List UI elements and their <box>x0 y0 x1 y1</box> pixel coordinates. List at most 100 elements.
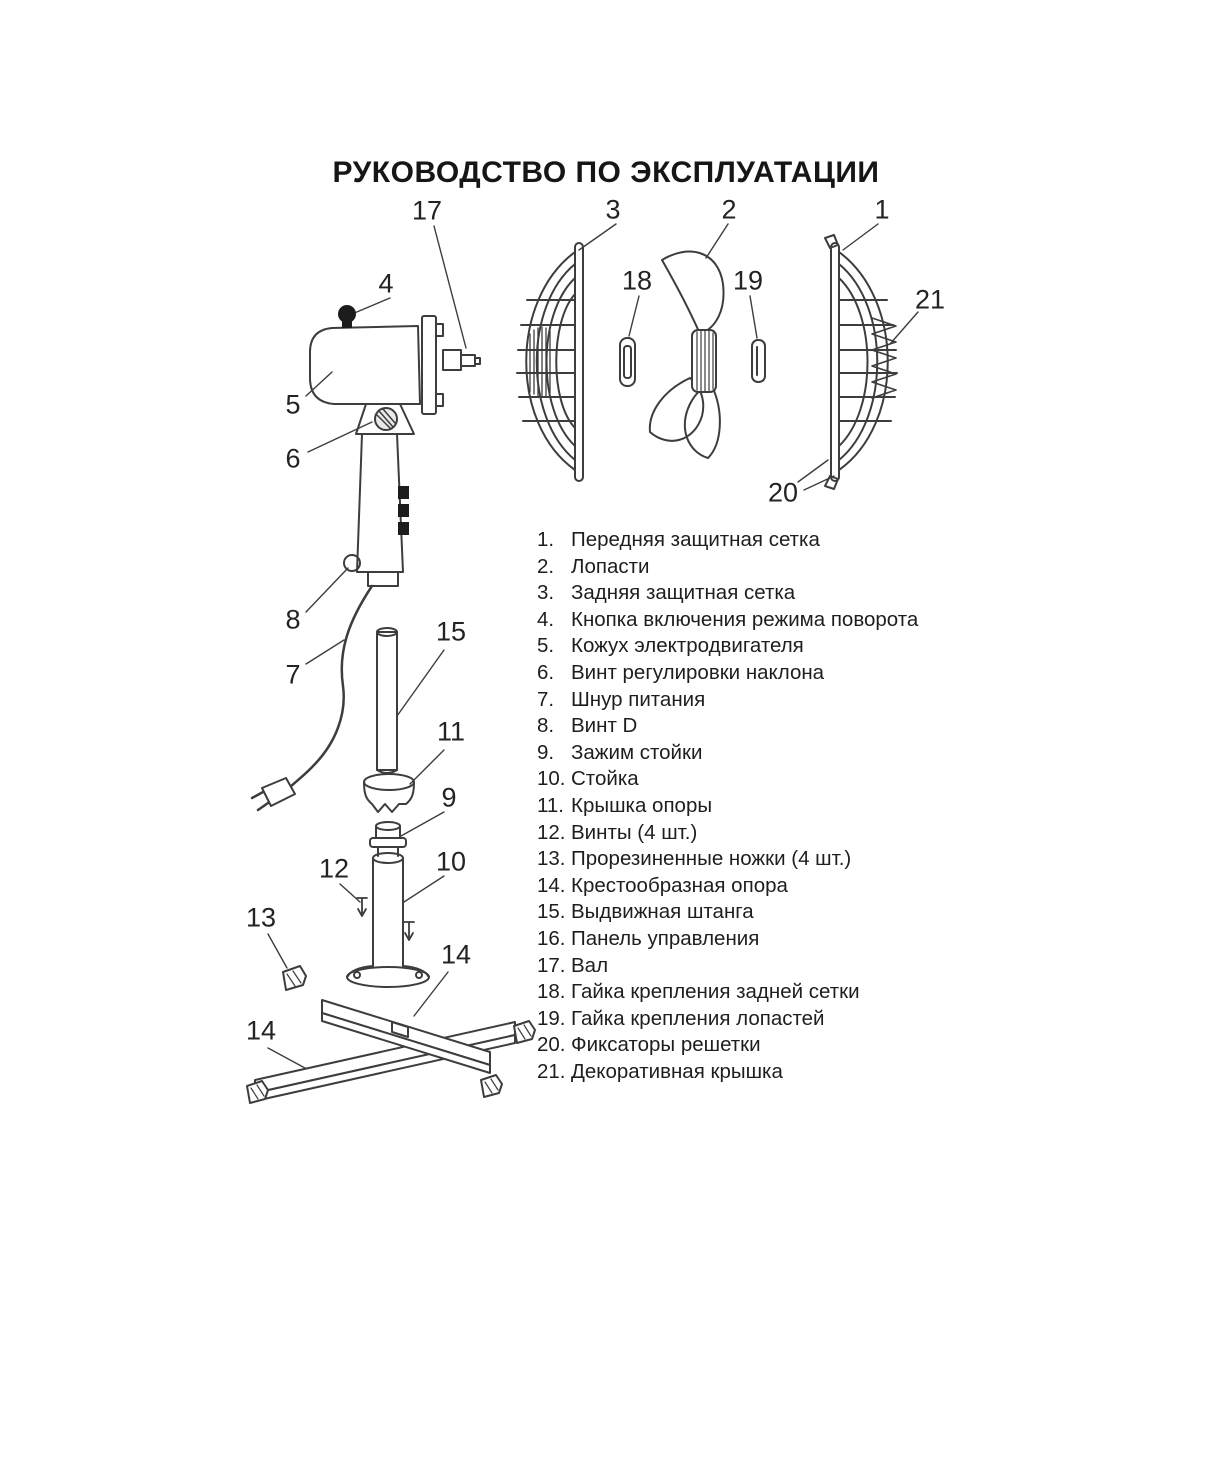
legend-item-12: 12.Винты (4 шт.) <box>537 820 918 847</box>
legend-item-label: Стойка <box>571 767 639 791</box>
legend-item-7: 7.Шнур питания <box>537 687 918 714</box>
legend-item-11: 11. Крышка опоры <box>537 793 918 820</box>
decorative-cap <box>871 317 897 399</box>
legend-item-number: 15. <box>537 900 566 924</box>
legend-item-label: Выдвижная штанга <box>571 900 754 924</box>
legend-item-label: Передняя защитная сетка <box>571 528 820 551</box>
callout-11: 11 <box>436 716 466 747</box>
callout-18: 18 <box>621 265 653 296</box>
callout-8: 8 <box>285 604 301 635</box>
legend-item-number: 20. <box>537 1033 566 1057</box>
legend-item-number: 11. <box>537 793 564 817</box>
callout-20: 20 <box>767 477 799 508</box>
legend-item-number: 13. <box>537 847 566 871</box>
front-grille <box>824 234 898 490</box>
support-cover <box>363 773 415 813</box>
callout-13: 13 <box>245 902 277 933</box>
grille-clip-bottom <box>824 475 839 490</box>
legend-item-number: 8. <box>537 714 555 738</box>
legend-item-number: 6. <box>537 660 555 684</box>
legend-item-label: Гайка крепления задней сетки <box>571 980 860 1004</box>
legend-item-18: 18.Гайка крепления задней сетки <box>537 979 918 1006</box>
power-cord <box>250 584 374 812</box>
parts-legend: 1. Передняя защитная сетка 2.Лопасти 3. За… <box>537 527 918 1085</box>
legend-item-number: 4. <box>537 607 555 631</box>
callout-6: 6 <box>285 443 301 474</box>
oscillation-button <box>338 305 356 323</box>
legend-item-6: 6.Винт регулировки наклона <box>537 660 918 687</box>
blade-hub <box>691 329 717 393</box>
rubber-feet <box>246 965 536 1104</box>
grille-clip-top <box>824 234 839 249</box>
legend-item-3: 3. Задняя защитная сетка <box>537 580 918 607</box>
legend-item-number: 19. <box>537 1006 566 1030</box>
fan-blades <box>648 250 725 459</box>
callout-14-upper: 14 <box>440 939 472 970</box>
legend-item-label: Декоративная крышка <box>571 1059 783 1083</box>
callout-3: 3 <box>605 194 621 225</box>
legend-item-number: 3. <box>537 581 555 605</box>
callout-9: 9 <box>441 782 457 813</box>
telescopic-pole <box>376 627 398 774</box>
legend-item-label: Вал <box>571 953 609 977</box>
leader-lines <box>267 223 919 1075</box>
screw-d <box>343 554 361 572</box>
rear-grille <box>516 242 584 482</box>
legend-item-5: 5. Кожух электродвигателя <box>537 633 918 660</box>
legend-item-8: 8.Винт D <box>537 713 918 740</box>
callout-5: 5 <box>285 389 301 420</box>
grille-hub <box>529 326 551 397</box>
legend-item-9: 9. Зажим стойки <box>537 740 918 767</box>
motor-housing <box>309 305 481 415</box>
legend-item-14: 14.Крестообразная опора <box>537 873 918 900</box>
legend-item-label: Кожух электродвигателя <box>571 634 804 658</box>
legend-item-label: Зажим стойки <box>571 740 703 764</box>
callout-12: 12 <box>318 853 350 884</box>
legend-item-label: Крестообразная опора <box>571 873 788 897</box>
legend-item-21: 21.Декоративная крышка <box>537 1059 918 1086</box>
legend-item-number: 21. <box>537 1059 566 1083</box>
legend-item-13: 13.Прорезиненные ножки (4 шт.) <box>537 846 918 873</box>
stand-clamp <box>369 821 407 857</box>
callout-10: 10 <box>435 846 467 877</box>
cross-base <box>254 999 516 1102</box>
callout-19: 19 <box>732 265 764 296</box>
legend-item-label: Гайка крепления лопастей <box>571 1006 825 1030</box>
legend-item-label: Кнопка включения режима поворота <box>571 607 919 631</box>
callout-4: 4 <box>378 268 394 299</box>
legend-item-number: 14. <box>537 873 566 897</box>
legend-item-2: 2.Лопасти <box>537 554 918 581</box>
legend-item-number: 12. <box>537 820 566 844</box>
page-title: РУКОВОДСТВО ПО ЭКСПЛУАТАЦИИ <box>332 156 880 190</box>
legend-item-17: 17.Вал <box>537 953 918 980</box>
legend-item-label: Винты (4 шт.) <box>571 820 698 844</box>
callout-21: 21 <box>914 284 946 315</box>
control-button <box>398 486 409 499</box>
stand-pole <box>346 852 430 988</box>
legend-item-1: 1. Передняя защитная сетка <box>537 527 918 554</box>
shaft <box>442 349 462 371</box>
control-button <box>398 504 409 517</box>
legend-item-label: Шнур питания <box>571 687 706 711</box>
legend-item-number: 17. <box>537 953 566 977</box>
callout-1: 1 <box>874 194 890 225</box>
callout-2: 2 <box>721 194 737 225</box>
neck-column <box>343 433 409 587</box>
legend-item-number: 5. <box>537 634 555 658</box>
legend-item-15: 15.Выдвижная штанга <box>537 899 918 926</box>
legend-item-label: Панель управления <box>571 926 760 950</box>
center-hole <box>391 1021 409 1038</box>
legend-item-label: Фиксаторы решетки <box>571 1033 761 1057</box>
legend-item-19: 19.Гайка крепления лопастей <box>537 1006 918 1033</box>
callout-14-lower: 14 <box>245 1015 277 1046</box>
legend-item-label: Задняя защитная сетка <box>571 581 796 605</box>
control-button <box>398 522 409 535</box>
legend-item-number: 1. <box>537 528 555 551</box>
legend-item-4: 4. Кнопка включения режима поворота <box>537 607 918 634</box>
legend-item-number: 9. <box>537 740 555 764</box>
blade-nut <box>751 339 766 383</box>
legend-item-number: 16. <box>537 926 566 950</box>
legend-item-label: Крышка опоры <box>571 793 713 817</box>
legend-item-number: 10. <box>537 767 566 791</box>
